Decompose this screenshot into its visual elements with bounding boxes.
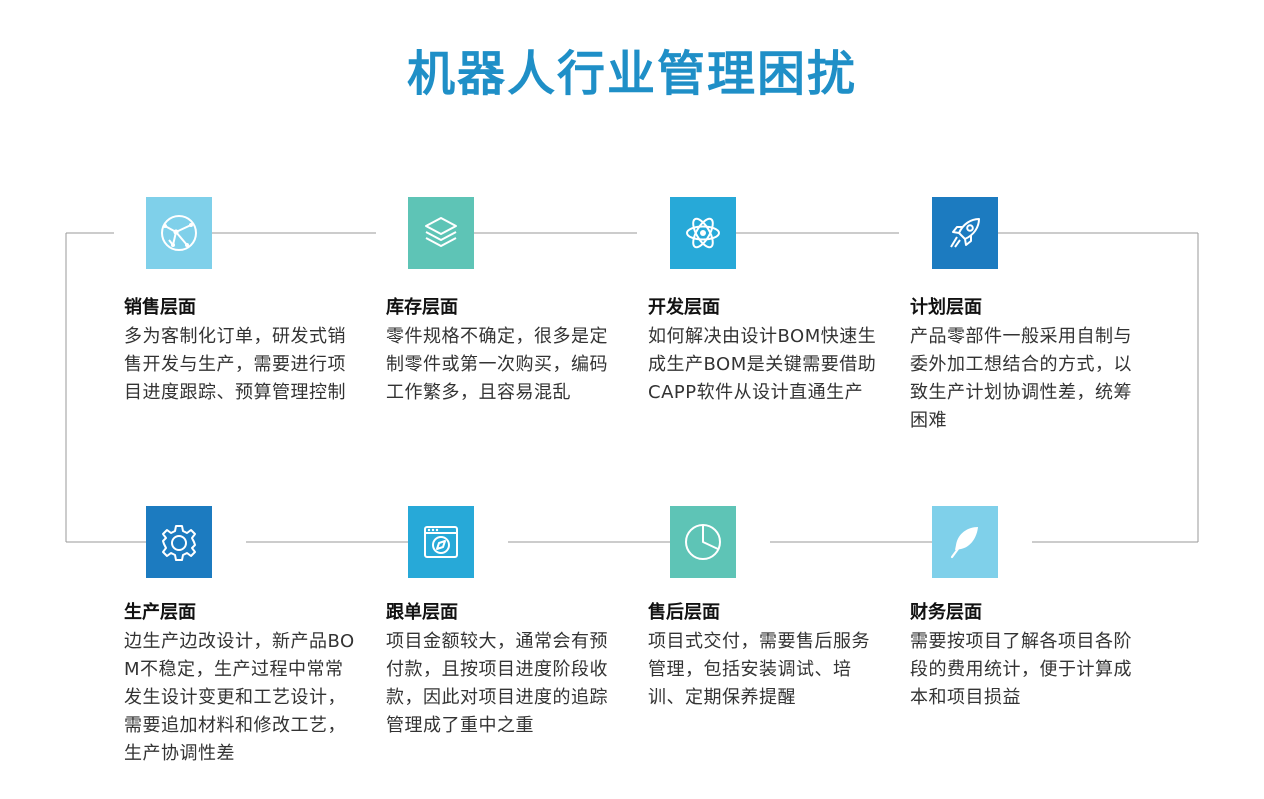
after-sales-icon-box [670, 506, 736, 578]
card-title: 跟单层面 [386, 602, 458, 623]
pie-chart-icon [685, 524, 721, 560]
card-title: 开发层面 [648, 297, 720, 318]
card-production: 生产层面 边生产边改设计，新产品BOM不稳定，生产过程中常常发生设计变更和工艺设… [124, 600, 356, 768]
layers-icon [425, 217, 457, 247]
atom-icon [686, 217, 720, 249]
card-description: 项目式交付，需要售后服务管理，包括安装调试、培训、定期保养提醒 [648, 631, 870, 708]
card-title: 库存层面 [386, 297, 458, 318]
card-after-sales: 售后层面 项目式交付，需要售后服务管理，包括安装调试、培训、定期保养提醒 [648, 600, 880, 712]
card-description: 产品零部件一般采用自制与委外加工想结合的方式，以致生产计划协调性差，统筹困难 [910, 326, 1132, 431]
order-tracking-icon-box [408, 506, 474, 578]
browser-compass-icon [424, 526, 458, 558]
card-description: 多为客制化订单，研发式销售开发与生产，需要进行项目进度跟踪、预算管理控制 [124, 326, 346, 403]
sales-icon-box [146, 197, 212, 269]
card-title: 计划层面 [910, 297, 982, 318]
production-icon-box [146, 506, 212, 578]
card-development: 开发层面 如何解决由设计BOM快速生成生产BOM是关键需要借助CAPP软件从设计… [648, 295, 880, 407]
planning-icon-box [932, 197, 998, 269]
card-description: 项目金额较大，通常会有预付款，且按项目进度阶段收款，因此对项目进度的追踪管理成了… [386, 631, 608, 736]
card-title: 售后层面 [648, 602, 720, 623]
card-title: 生产层面 [124, 602, 196, 623]
card-order-tracking: 跟单层面 项目金额较大，通常会有预付款，且按项目进度阶段收款，因此对项目进度的追… [386, 600, 618, 740]
gear-icon [162, 525, 196, 561]
finance-icon-box [932, 506, 998, 578]
card-finance: 财务层面 需要按项目了解各项目各阶段的费用统计，便于计算成本和项目损益 [910, 600, 1142, 712]
rocket-icon [950, 218, 980, 248]
card-description: 零件规格不确定，很多是定制零件或第一次购买，编码工作繁多，且容易混乱 [386, 326, 608, 403]
development-icon-box [670, 197, 736, 269]
card-description: 边生产边改设计，新产品BOM不稳定，生产过程中常常发生设计变更和工艺设计，需要追… [124, 631, 355, 764]
card-description: 如何解决由设计BOM快速生成生产BOM是关键需要借助CAPP软件从设计直通生产 [648, 326, 877, 403]
globe-network-icon [161, 215, 197, 251]
card-inventory: 库存层面 零件规格不确定，很多是定制零件或第一次购买，编码工作繁多，且容易混乱 [386, 295, 618, 407]
card-title: 销售层面 [124, 297, 196, 318]
card-sales: 销售层面 多为客制化订单，研发式销售开发与生产，需要进行项目进度跟踪、预算管理控… [124, 295, 356, 407]
page-title: 机器人行业管理困扰 [406, 46, 857, 102]
card-description: 需要按项目了解各项目各阶段的费用统计，便于计算成本和项目损益 [910, 631, 1132, 708]
card-title: 财务层面 [910, 602, 982, 623]
card-planning: 计划层面 产品零部件一般采用自制与委外加工想结合的方式，以致生产计划协调性差，统… [910, 295, 1142, 435]
inventory-icon-box [408, 197, 474, 269]
feather-icon [950, 527, 978, 559]
